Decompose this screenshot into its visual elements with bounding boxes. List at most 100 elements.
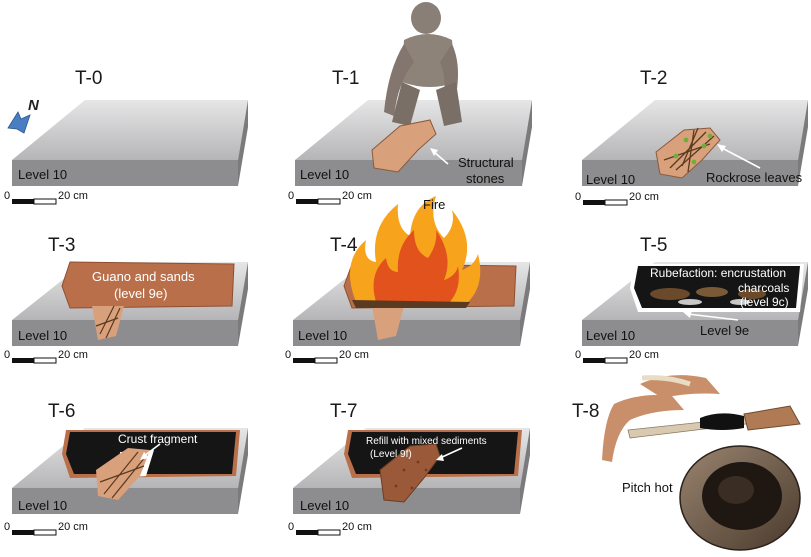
slab-side xyxy=(798,100,808,186)
slab-front xyxy=(12,488,238,514)
scale-end: 20 cm xyxy=(58,190,88,202)
slab-side xyxy=(520,262,530,346)
arrow-level-9e xyxy=(687,313,739,321)
north-label: N xyxy=(28,97,40,114)
structural-stones xyxy=(371,119,437,173)
charcoals xyxy=(650,287,766,305)
hands-hafting-tool xyxy=(602,375,801,462)
pitch-shell xyxy=(679,445,801,551)
scale-start: 0 xyxy=(4,349,10,361)
level-label: Level 10 xyxy=(298,328,347,343)
scale-bar: 0 20 cm xyxy=(285,349,369,364)
slab-front xyxy=(295,160,522,186)
annotation-pitch-hot: Pitch hot xyxy=(622,480,673,495)
level-label: Level 10 xyxy=(18,498,67,513)
slab-front xyxy=(293,488,520,514)
scale-start: 0 xyxy=(575,349,581,361)
panel-t2: T-2 Rockrose leaves Level 10 0 20 cm xyxy=(575,68,808,206)
panel-t6: T-6 Crust fragment Level 10 0 20 cm xyxy=(4,401,248,536)
slab-side xyxy=(238,262,248,346)
scale-start: 0 xyxy=(288,521,294,533)
slab-side xyxy=(522,100,532,186)
panel-title: T-5 xyxy=(640,235,667,256)
refill-mixed-sediments xyxy=(379,443,441,503)
slab-side xyxy=(520,428,530,514)
arrow-crust-fragment xyxy=(143,443,161,457)
level-label: Level 10 xyxy=(300,498,349,513)
scale-start: 0 xyxy=(285,349,291,361)
level-label: Level 10 xyxy=(18,328,67,343)
panel-t4: T-4 Fire Level 10 0 20 cm xyxy=(285,196,530,364)
slab-front xyxy=(582,160,798,186)
annotation-level-9e: Level 9e xyxy=(700,323,749,338)
annotation-rubefaction: Rubefaction: encrustation xyxy=(650,266,786,280)
panel-title: T-4 xyxy=(330,235,358,256)
panel-title: T-2 xyxy=(640,68,667,89)
scale-bar: 0 20 cm xyxy=(4,349,88,364)
annotation-level-9c: (level 9c) xyxy=(740,295,789,309)
annotation-level-9e: (level 9e) xyxy=(114,286,167,301)
panel-title: T-8 xyxy=(572,401,599,422)
slab-front xyxy=(12,160,238,186)
scale-end: 20 cm xyxy=(342,521,372,533)
scale-end: 20 cm xyxy=(629,191,659,203)
north-arrow: N xyxy=(7,97,40,134)
scale-end: 20 cm xyxy=(342,190,372,202)
scale-start: 0 xyxy=(4,521,10,533)
arrow-refill xyxy=(439,447,463,459)
slab-front xyxy=(582,320,798,346)
scale-start: 0 xyxy=(4,190,10,202)
scale-bar: 0 20 cm xyxy=(288,190,372,205)
fire-icon xyxy=(349,196,481,308)
annotation-rockrose: Rockrose leaves xyxy=(706,170,803,185)
scale-start: 0 xyxy=(288,190,294,202)
slab-side xyxy=(798,262,808,346)
annotation-fire: Fire xyxy=(423,197,445,212)
level-label: Level 10 xyxy=(18,167,67,182)
scale-bar: 0 20 cm xyxy=(575,349,659,364)
buried-stones xyxy=(92,306,124,340)
annotation-level-9f: (Level 9f) xyxy=(370,449,412,460)
scale-end: 20 cm xyxy=(629,349,659,361)
scale-bar: 0 20 cm xyxy=(575,191,659,206)
scale-bar: 0 20 cm xyxy=(4,190,88,205)
slab-front xyxy=(293,320,520,346)
panel-title: T-0 xyxy=(75,68,102,89)
annotation-charcoals: charcoals xyxy=(738,281,789,295)
panel-t7: T-7 Refill with mixed sediments (Level 9… xyxy=(288,401,530,536)
scale-end: 20 cm xyxy=(58,521,88,533)
level-label: Level 10 xyxy=(586,172,635,187)
buried-stones xyxy=(372,306,404,340)
panel-t3: T-3 Guano and sands (level 9e) Level 10 … xyxy=(4,235,248,364)
slab-side xyxy=(238,428,248,514)
panel-t8: T-8 Pitch hot xyxy=(572,375,801,551)
panel-title: T-3 xyxy=(48,235,75,256)
level-label: Level 10 xyxy=(586,328,635,343)
annotation-guano: Guano and sands xyxy=(92,269,195,284)
annotation-structural: Structural xyxy=(458,155,514,170)
human-figure xyxy=(384,2,462,126)
panel-t5: T-5 Rubefaction: encrustation charcoals … xyxy=(575,235,808,364)
annotation-crust-fragment: Crust fragment xyxy=(118,432,198,446)
arrow-rockrose xyxy=(721,147,761,169)
annotation-refill: Refill with mixed sediments xyxy=(366,436,487,447)
annotation-stones: stones xyxy=(466,171,505,186)
panel-title: T-6 xyxy=(48,401,75,422)
scale-start: 0 xyxy=(575,191,581,203)
panel-title: T-7 xyxy=(330,401,357,422)
slab-front xyxy=(12,320,238,346)
panel-t0: T-0 Level 10 0 20 cm xyxy=(4,68,248,205)
scale-bar: 0 20 cm xyxy=(288,521,372,536)
slab-side xyxy=(238,100,248,186)
north-arrow-icon xyxy=(7,111,31,134)
arrow-structural-stones xyxy=(433,151,449,165)
scale-end: 20 cm xyxy=(339,349,369,361)
level-label: Level 10 xyxy=(300,167,349,182)
panel-t1: T-1 Structural stones Level 10 0 20 cm xyxy=(288,2,532,205)
guano-sands-layer xyxy=(61,261,235,309)
scale-end: 20 cm xyxy=(58,349,88,361)
scale-bar: 0 20 cm xyxy=(4,521,88,536)
panel-title: T-1 xyxy=(332,68,359,89)
slab-top xyxy=(12,100,248,160)
